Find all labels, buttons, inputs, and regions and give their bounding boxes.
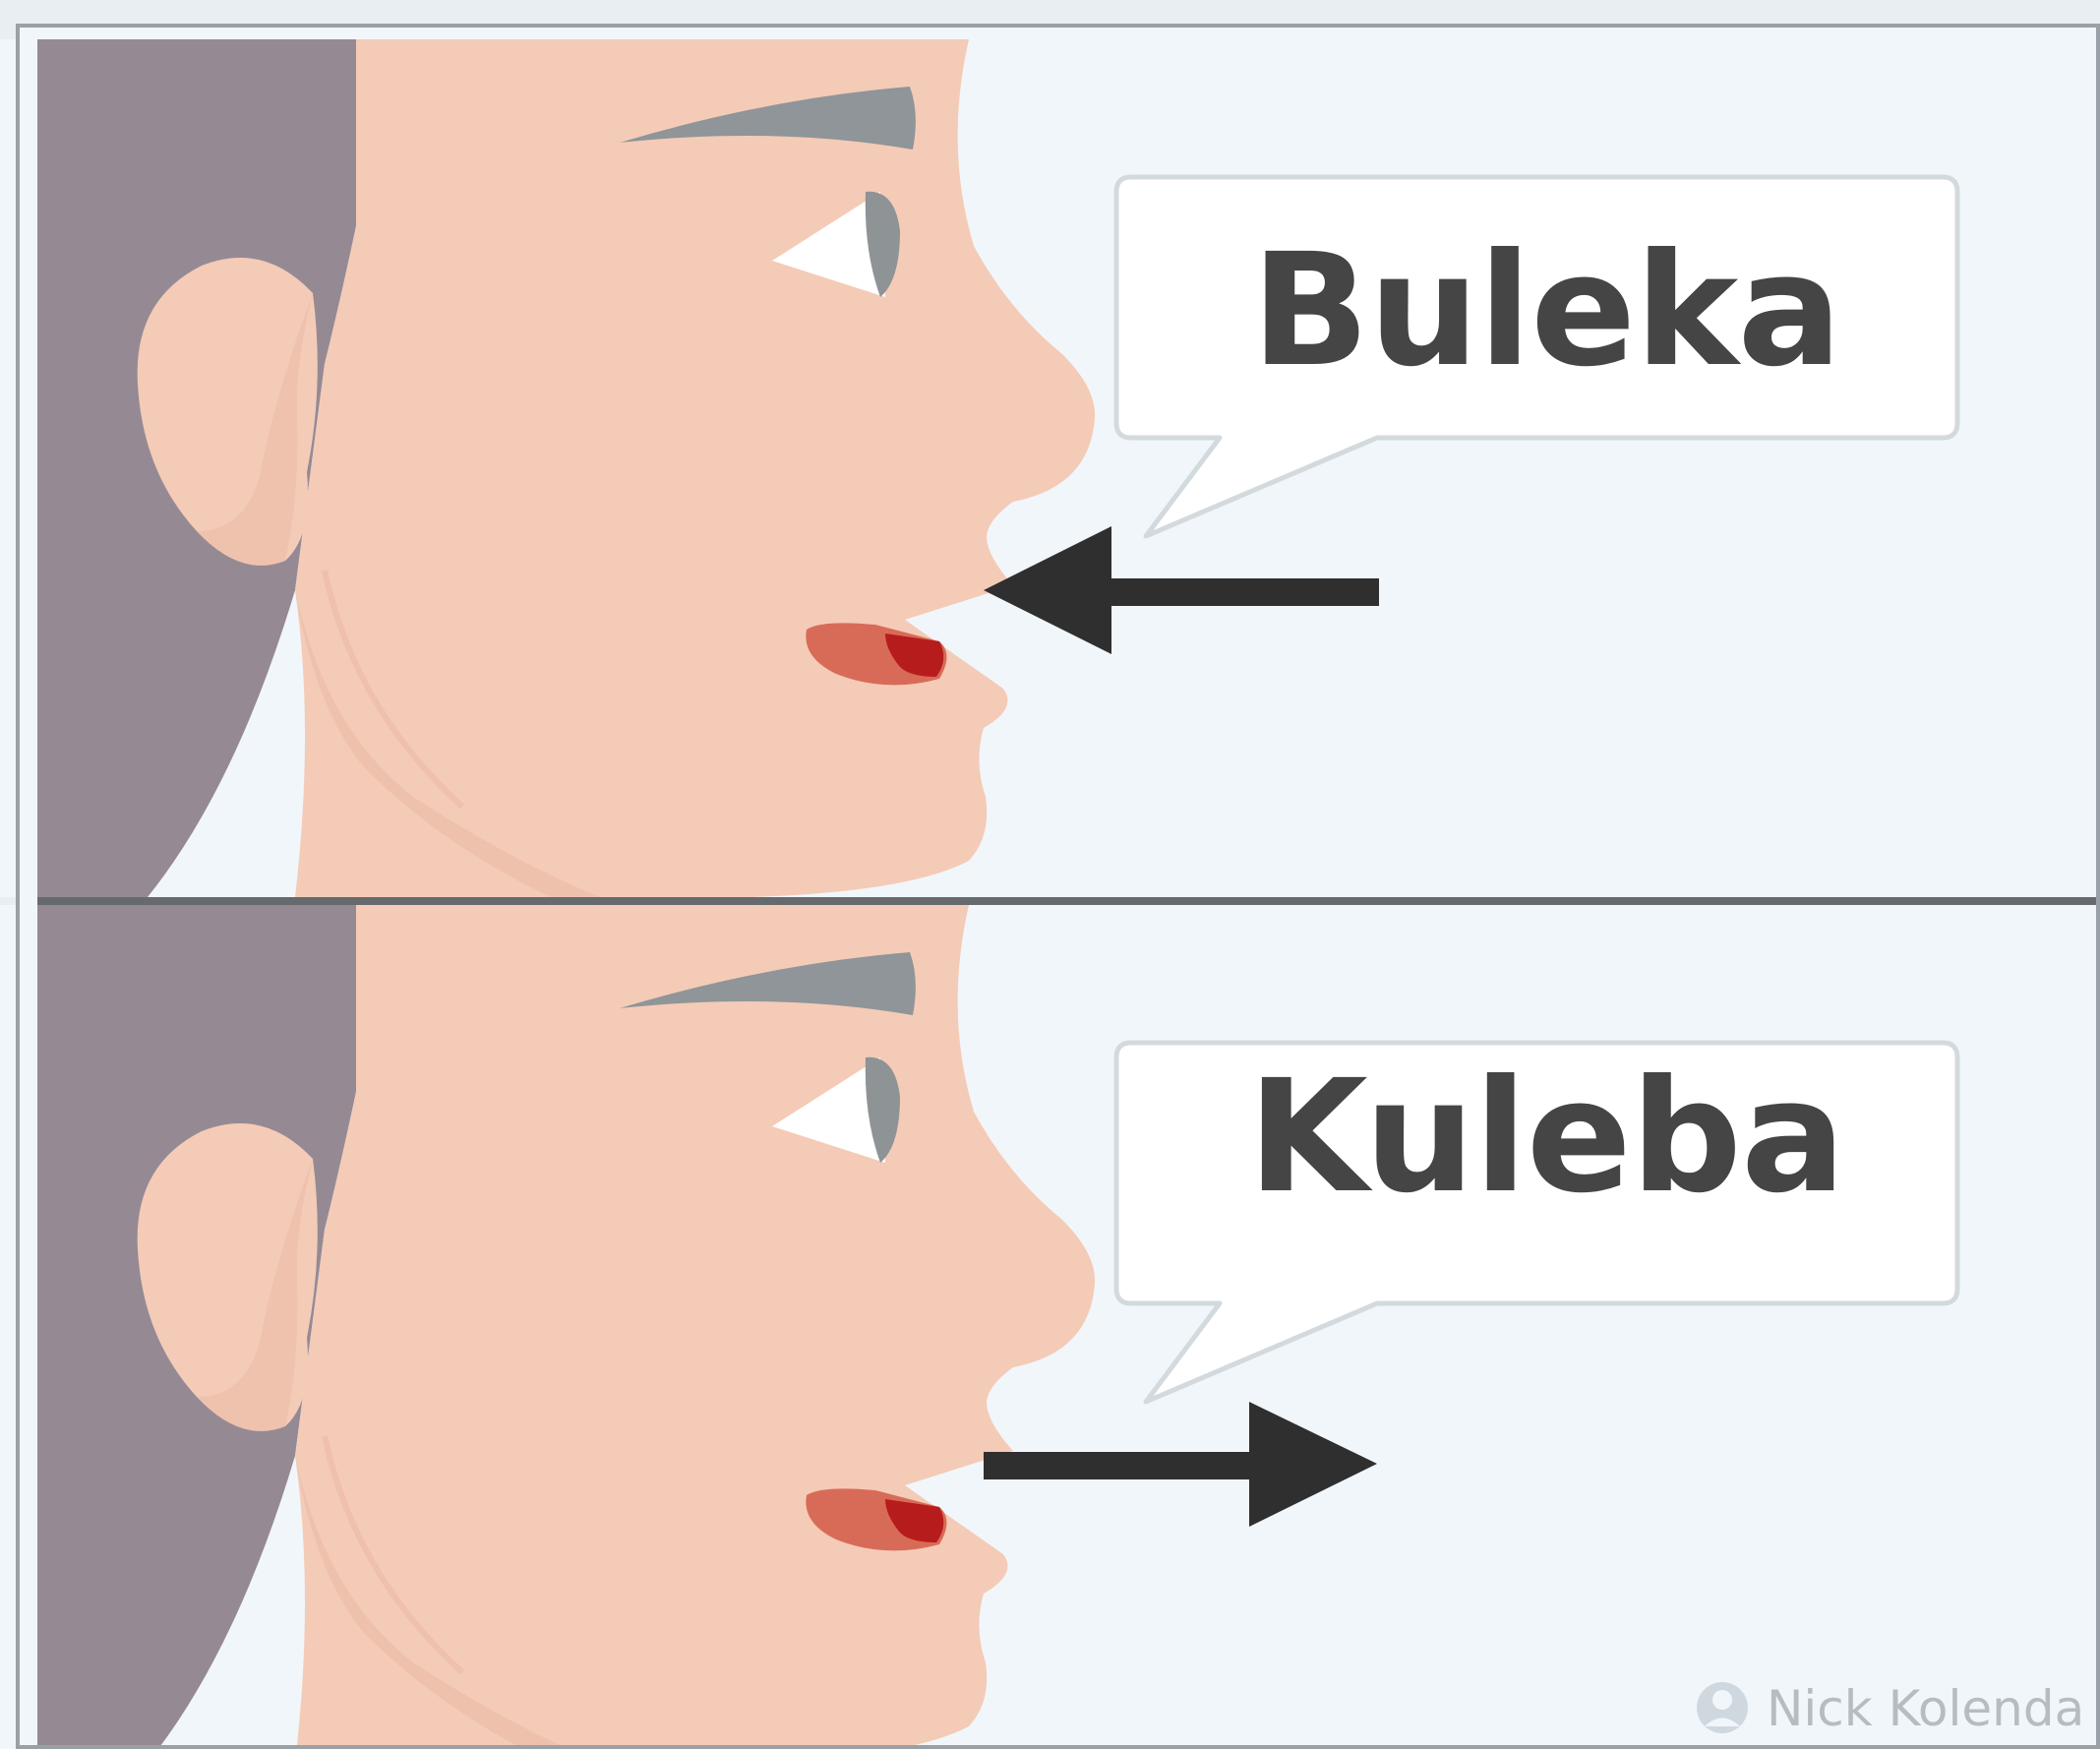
head-profile-top: Buleka <box>0 39 2100 898</box>
head-profile-bottom: Kuleba <box>0 905 2100 1749</box>
panel-bottom: Kuleba <box>0 905 2100 1749</box>
author-name: Nick Kolenda <box>1767 1680 2084 1737</box>
panel-top: Buleka <box>0 39 2100 898</box>
speech-word-top: Buleka <box>1251 220 1841 401</box>
panel-divider <box>37 897 2100 905</box>
speech-word-bottom: Kuleba <box>1247 1047 1844 1228</box>
author-avatar-icon <box>1697 1682 1748 1733</box>
